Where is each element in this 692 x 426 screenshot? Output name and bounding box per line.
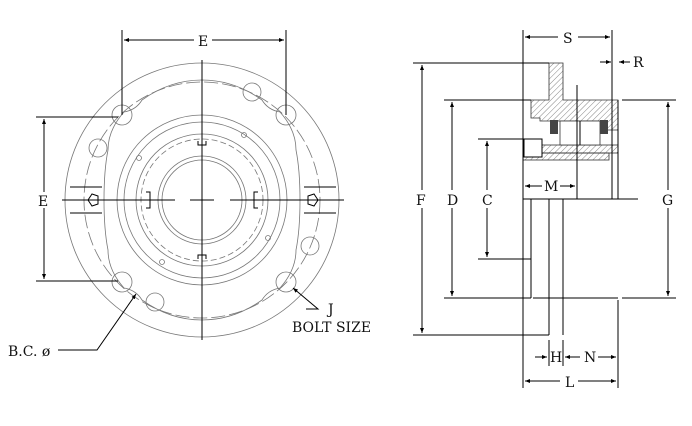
housing-section [530, 62, 619, 131]
dim-e-left: E [38, 194, 48, 210]
dim-f: F [416, 193, 426, 209]
bolt-hole [111, 271, 133, 293]
dim-r: R [633, 55, 644, 71]
centerlines [62, 60, 344, 340]
bolt-label-j: J [326, 302, 334, 318]
locking-collar [523, 138, 543, 158]
bolt-size-label: BOLT SIZE [292, 320, 371, 336]
side-view: S R F D C M G H N L [413, 30, 676, 391]
bolt-circle-label: B.C. ø [8, 344, 50, 360]
dim-m: M [544, 179, 558, 195]
front-view: E E J BOLT SIZE B.C. ø [8, 30, 371, 360]
housing-contour [103, 79, 301, 321]
dim-e-top: E [198, 34, 208, 50]
dim-n: N [584, 350, 596, 366]
dim-s: S [563, 31, 573, 47]
dim-c: C [482, 193, 493, 209]
mounting-holes [88, 82, 320, 312]
dim-h: H [550, 350, 562, 366]
bolt-hole [275, 271, 297, 293]
dim-g: G [662, 193, 673, 209]
dim-d: D [447, 193, 458, 209]
dim-l: L [565, 375, 574, 391]
